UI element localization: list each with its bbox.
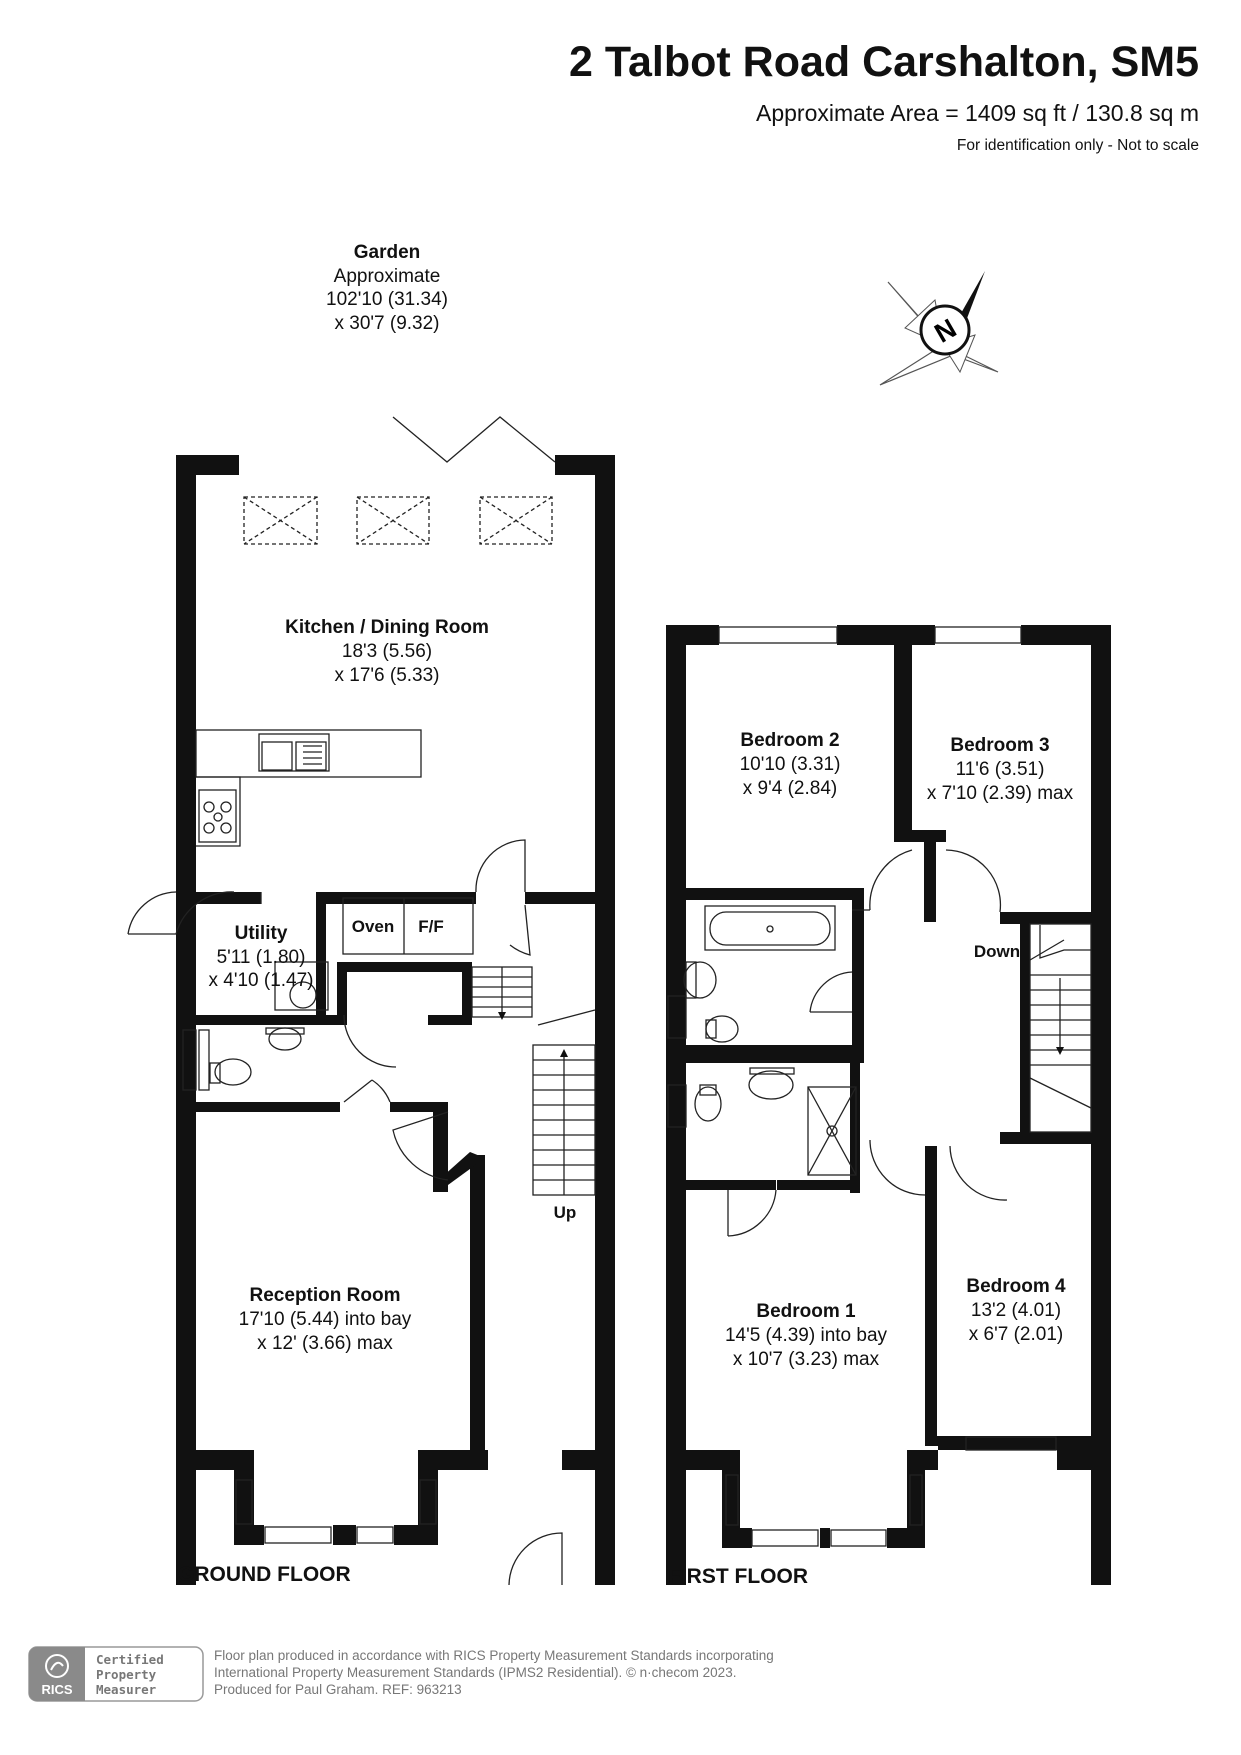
footer-line2: International Property Measurement Stand… (214, 1665, 737, 1680)
footer-credits: Floor plan produced in accordance with R… (214, 1647, 774, 1698)
badge-line2: Property (96, 1667, 157, 1682)
utility-name: Utility (235, 923, 288, 944)
bedroom4-dim2: x 6'7 (2.01) (969, 1324, 1063, 1345)
rics-logo-text: RICS (41, 1682, 72, 1697)
badge-line3: Measurer (96, 1682, 157, 1697)
oven-label: Oven (352, 917, 395, 936)
garden-line1: Approximate (334, 266, 441, 287)
garden-label: Garden (354, 242, 421, 263)
bedroom3-name: Bedroom 3 (950, 735, 1049, 756)
approximate-area: Approximate Area = 1409 sq ft / 130.8 sq… (755, 100, 1199, 126)
bedroom4-name: Bedroom 4 (966, 1276, 1066, 1297)
compass-icon: N (879, 271, 999, 386)
garden-line3: x 30'7 (9.32) (334, 313, 439, 334)
utility-dim1: 5'11 (1.80) (217, 947, 306, 968)
garden-line2: 102'10 (31.34) (326, 289, 448, 310)
first-floor-fixtures (667, 626, 1092, 1547)
bedroom3-dim2: x 7'10 (2.39) max (927, 783, 1074, 804)
rics-certified-badge: RICS Certified Property Measurer (28, 1646, 204, 1702)
utility-dim2: x 4'10 (1.47) (208, 970, 313, 991)
stairs-up-label: Up (554, 1203, 577, 1222)
ground-floor-walls (176, 455, 615, 1585)
property-title: 2 Talbot Road Carshalton, SM5 (569, 38, 1199, 86)
footer-line3: Produced for Paul Graham. REF: 963213 (214, 1682, 462, 1697)
stairs-down-label: Down (974, 942, 1020, 961)
footer-line1: Floor plan produced in accordance with R… (214, 1648, 774, 1663)
bedroom1-dim1: 14'5 (4.39) into bay (725, 1325, 888, 1346)
bedroom1-dim2: x 10'7 (3.23) max (733, 1349, 880, 1370)
first-floor-label: FIRST FLOOR (668, 1565, 808, 1588)
kitchen-dining-dim1: 18'3 (5.56) (342, 641, 432, 662)
bedroom4-dim1: 13'2 (4.01) (971, 1300, 1061, 1321)
reception-room-dim1: 17'10 (5.44) into bay (239, 1309, 412, 1330)
reception-room-name: Reception Room (250, 1285, 401, 1306)
ground-floor-label: GROUND FLOOR (178, 1563, 351, 1586)
bedroom2-dim2: x 9'4 (2.84) (743, 778, 837, 799)
fridge-freezer-label: F/F (418, 917, 444, 936)
bedroom2-name: Bedroom 2 (740, 730, 839, 751)
bedroom3-dim1: 11'6 (3.51) (956, 759, 1045, 780)
scale-disclaimer: For identification only - Not to scale (956, 137, 1199, 154)
reception-room-dim2: x 12' (3.66) max (257, 1333, 393, 1354)
kitchen-dining-name: Kitchen / Dining Room (285, 617, 489, 638)
kitchen-dining-dim2: x 17'6 (5.33) (334, 665, 439, 686)
bedroom1-name: Bedroom 1 (756, 1301, 856, 1322)
bedroom2-dim1: 10'10 (3.31) (740, 754, 841, 775)
ground-floor-fixtures (127, 416, 596, 1586)
badge-line1: Certified (96, 1652, 164, 1667)
